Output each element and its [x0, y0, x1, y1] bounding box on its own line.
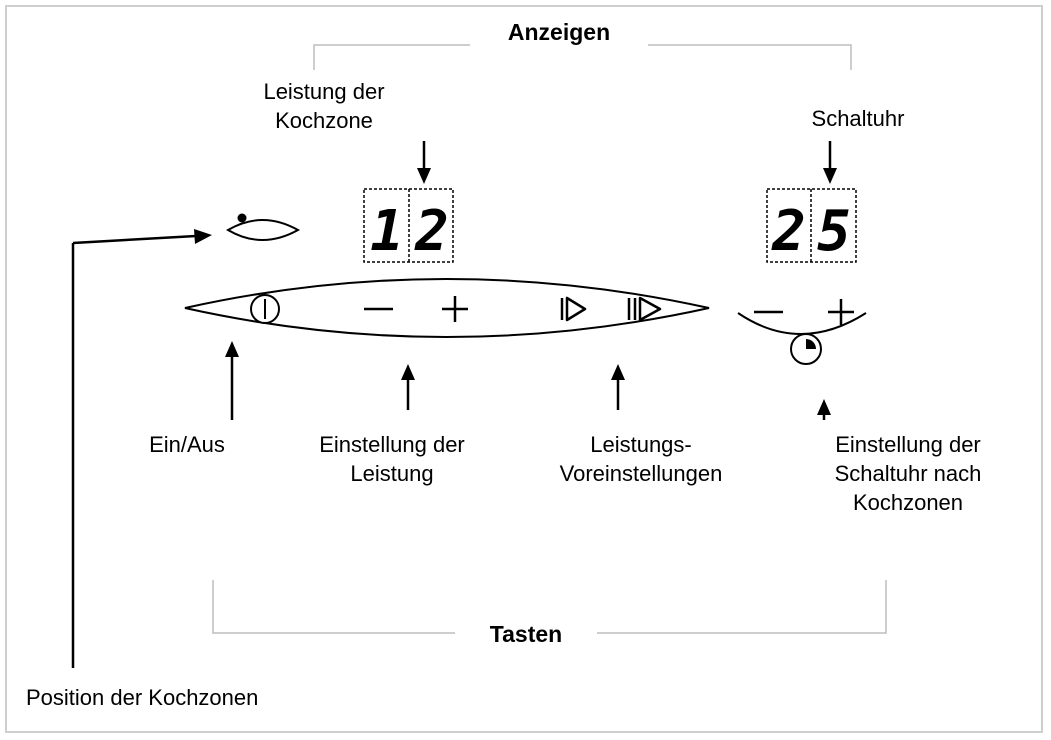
power-icon[interactable]	[250, 294, 280, 324]
power-setting-label: Einstellung der Leistung	[319, 432, 465, 486]
power-display: 1 2	[363, 188, 454, 264]
power-display-label: Leistung der Kochzone	[263, 79, 385, 133]
control-panel-outline	[184, 278, 710, 338]
timer-setting-label: Einstellung der Schaltuhr nach Kochzonen	[834, 432, 982, 515]
timer-plus-icon[interactable]	[828, 299, 854, 325]
cooking-zone-position-label: Position der Kochzonen	[26, 685, 259, 710]
on-off-label: Ein/Aus	[149, 432, 225, 457]
timer-display-digit-1: 2	[771, 199, 806, 264]
timer-display-label: Schaltuhr	[811, 106, 905, 131]
timer-keys-arc	[737, 312, 867, 335]
keys-bracket	[212, 580, 887, 634]
displays-bracket	[313, 44, 852, 70]
cooking-zone-position-icon	[226, 213, 301, 241]
diagram-frame	[5, 5, 1043, 733]
power-display-digit-2: 2	[414, 199, 449, 264]
timer-display-digit-2: 5	[817, 199, 851, 264]
displays-header: Anzeigen	[497, 18, 621, 47]
timer-icon[interactable]	[790, 333, 822, 365]
plus-icon[interactable]	[442, 296, 468, 322]
arrows	[71, 141, 837, 668]
preset-icon[interactable]	[560, 296, 587, 322]
power-display-digit-1: 1	[370, 199, 404, 264]
power-preset-label: Leistungs- Voreinstellungen	[559, 432, 723, 486]
keys-header: Tasten	[479, 620, 573, 649]
double-preset-icon[interactable]	[627, 296, 662, 322]
timer-display: 2 5	[766, 188, 857, 264]
